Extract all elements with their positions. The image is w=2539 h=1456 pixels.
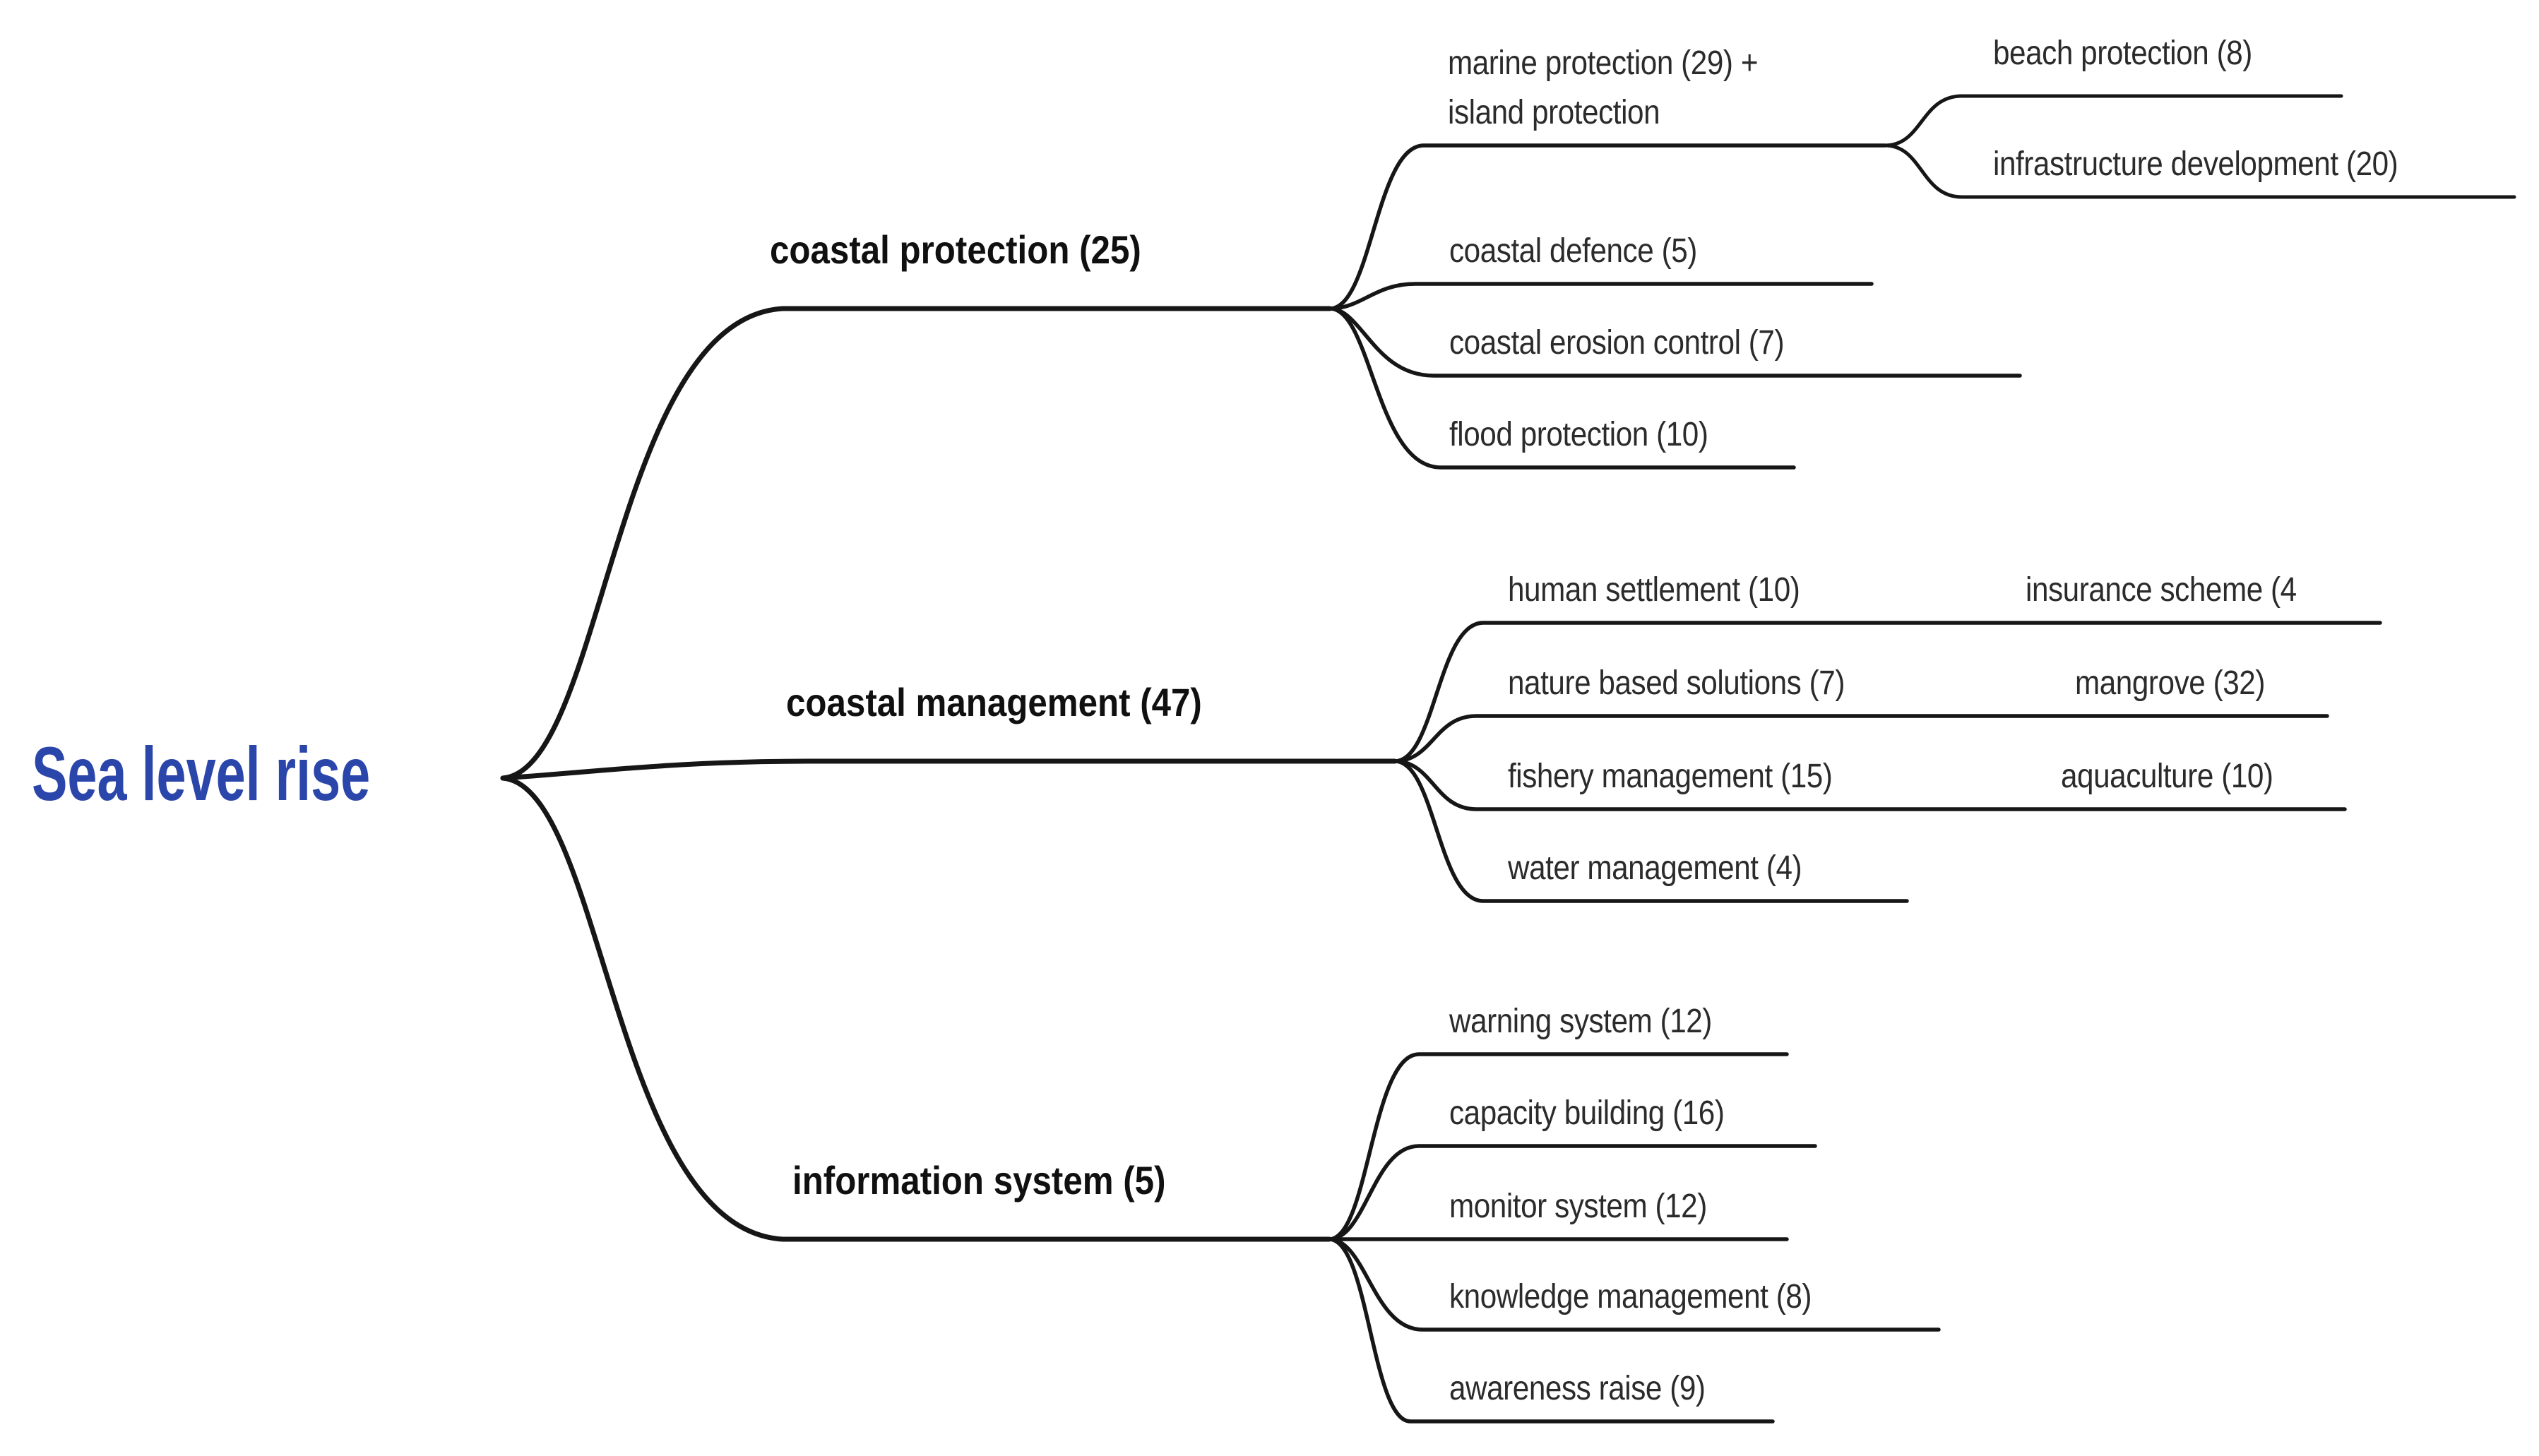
line-nature-based-solutions-mangrove [1393, 714, 2329, 763]
line-marine-protection [1328, 143, 1887, 311]
branch-label-coastal-protection: coastal protection (25) [770, 227, 1141, 272]
line-flood-protection [1328, 306, 1796, 470]
line-human-settlement-insurance [1393, 621, 2382, 763]
node-label-beach-protection: beach protection (8) [1993, 35, 2252, 72]
node-label-human-settlement: human settlement (10) [1508, 571, 1800, 609]
branch-label-information-system: information system (5) [792, 1158, 1166, 1203]
node-label-water-management: water management (4) [1508, 849, 1802, 887]
node-label-coastal-defence: coastal defence (5) [1449, 232, 1697, 270]
node-label-knowledge-management: knowledge management (8) [1449, 1278, 1812, 1315]
node-label-monitor-system: monitor system (12) [1449, 1188, 1707, 1225]
node-label-awareness-raise: awareness raise (9) [1449, 1370, 1706, 1407]
line-beach-protection [1883, 94, 2343, 148]
node-label-warning-system: warning system (12) [1449, 1003, 1712, 1040]
node-label-marine-protection-line1: marine protection (29) + [1448, 44, 1759, 82]
branch-label-coastal-management: coastal management (47) [786, 680, 1202, 724]
trunk-coastal-management [500, 758, 1398, 781]
node-label-infrastructure-development: infrastructure development (20) [1993, 145, 2398, 183]
node-label-marine-protection-line2: island protection [1448, 94, 1660, 131]
node-label-fishery-management: fishery management (15) [1508, 758, 1833, 795]
node-label-nature-based-solutions: nature based solutions (7) [1508, 664, 1845, 702]
line-coastal-defence [1328, 282, 1874, 311]
line-infrastructure-development [1883, 143, 2516, 199]
line-warning-system [1327, 1052, 1789, 1241]
root-node-sea-level-rise: Sea level rise [32, 731, 371, 816]
node-label-capacity-building: capacity building (16) [1449, 1094, 1725, 1132]
node-label-mangrove: mangrove (32) [2075, 664, 2265, 702]
line-capacity-building [1327, 1144, 1817, 1241]
line-awareness-raise [1327, 1237, 1775, 1424]
node-label-aquaculture: aquaculture (10) [2061, 758, 2273, 795]
trunk-coastal-protection [500, 306, 1333, 781]
trunk-information-system [500, 775, 1332, 1242]
line-fishery-management-aquaculture [1393, 759, 2347, 811]
node-label-flood-protection: flood protection (10) [1449, 416, 1708, 453]
line-water-management [1393, 759, 1909, 903]
node-label-insurance-scheme: insurance scheme (4 [2026, 571, 2297, 609]
node-label-coastal-erosion-control: coastal erosion control (7) [1449, 324, 1785, 362]
line-knowledge-management [1327, 1237, 1941, 1332]
